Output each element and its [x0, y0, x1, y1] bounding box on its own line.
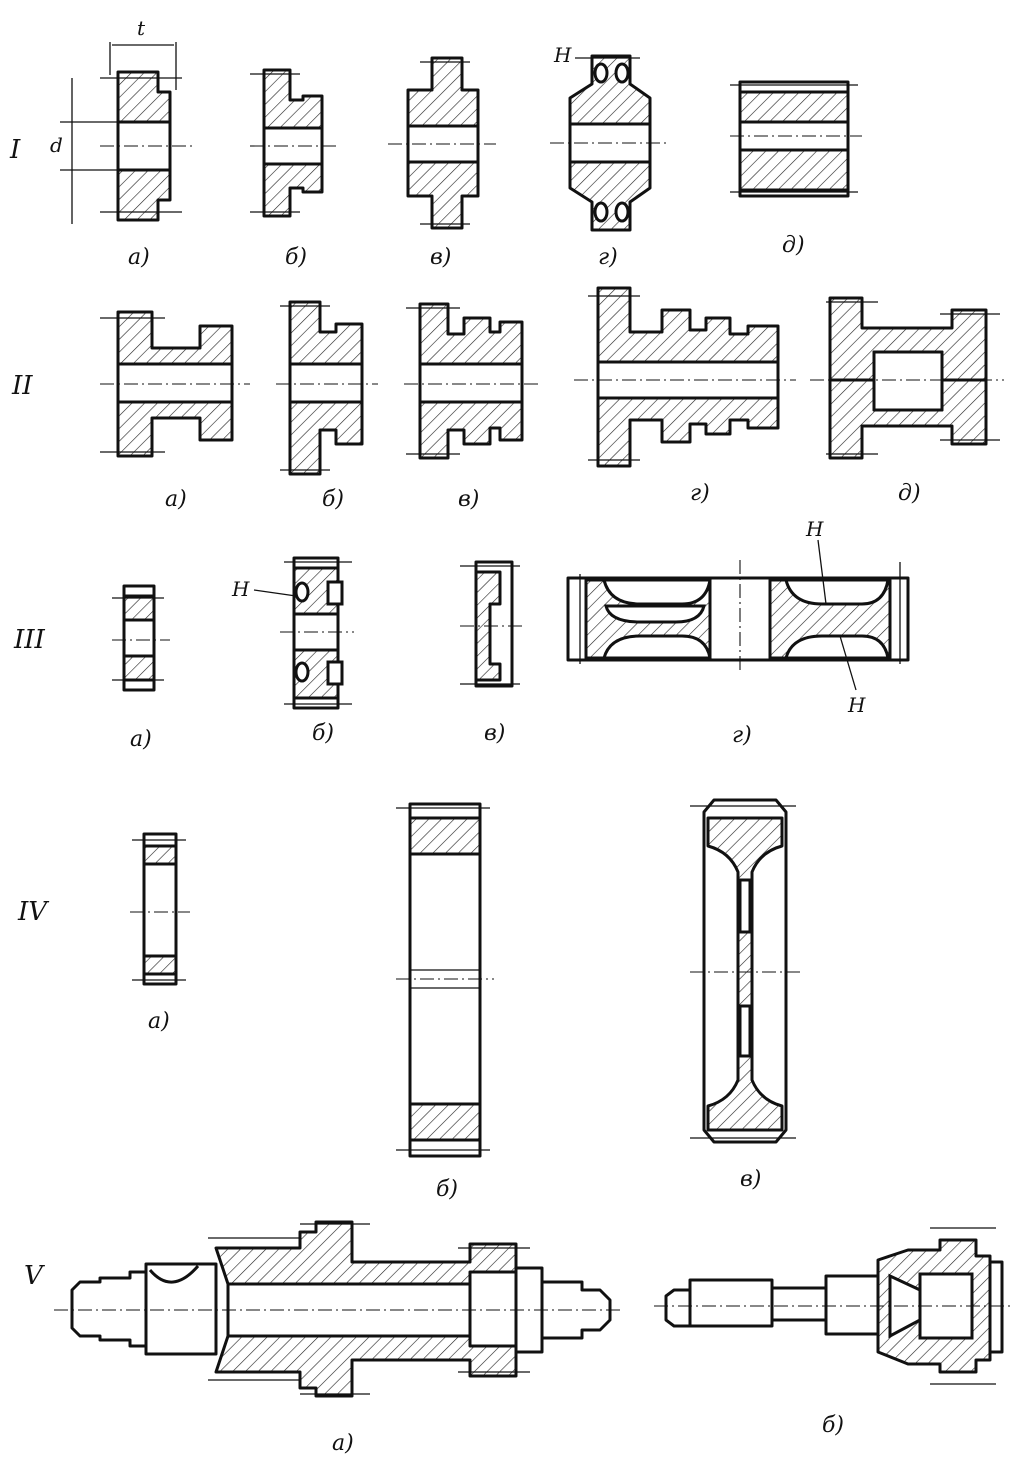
- row-IV: IV а) б) в): [17, 798, 800, 1202]
- row-label-IV: IV: [17, 897, 49, 927]
- caption-I-g: г): [598, 245, 618, 270]
- caption-II-g: г): [690, 481, 710, 506]
- part-III-a: [112, 584, 170, 692]
- dimension-label-d: d: [50, 133, 63, 157]
- row-I: I t d а) б): [9, 16, 862, 270]
- part-I-v: [388, 56, 496, 230]
- row-label-V: V: [24, 1261, 45, 1291]
- dimension-label-t: t: [137, 16, 146, 40]
- caption-I-v: в): [430, 245, 451, 270]
- caption-V-a: а): [332, 1431, 354, 1456]
- row-III: III а) H б) в): [13, 517, 910, 752]
- caption-III-b: б): [312, 721, 334, 746]
- part-V-a: [54, 1220, 624, 1398]
- part-II-d: [810, 296, 1004, 460]
- part-I-b: [250, 68, 340, 218]
- caption-I-b: б): [285, 245, 307, 270]
- part-IV-v: [690, 798, 800, 1144]
- row-V: V а): [24, 1220, 1010, 1456]
- part-I-d: [730, 80, 862, 198]
- caption-I-a: а): [128, 245, 150, 270]
- row-label-I: I: [9, 135, 21, 165]
- caption-II-v: в): [458, 487, 479, 512]
- caption-III-v: в): [484, 721, 505, 746]
- row-label-II: II: [11, 371, 33, 401]
- marker-H-III-b: H: [231, 577, 250, 601]
- part-I-g: H: [550, 43, 668, 232]
- caption-IV-b: б): [436, 1177, 458, 1202]
- caption-II-b: б): [322, 487, 344, 512]
- row-label-III: III: [13, 625, 46, 655]
- part-II-b: [276, 300, 378, 476]
- caption-I-d: д): [782, 233, 805, 258]
- part-II-g: [574, 286, 796, 468]
- part-III-b: H: [231, 556, 354, 710]
- part-II-v: [404, 302, 540, 460]
- part-IV-a: [130, 832, 190, 986]
- caption-III-g: г): [732, 723, 752, 748]
- marker-H-III-g-bottom: H: [847, 693, 866, 717]
- caption-II-a: а): [165, 487, 187, 512]
- part-III-g: H H: [566, 517, 910, 717]
- marker-H-III-g-top: H: [805, 517, 824, 541]
- caption-II-d: д): [898, 481, 921, 506]
- marker-H-I-g: H: [553, 43, 572, 67]
- row-II: II а) б) в): [11, 286, 1004, 512]
- caption-III-a: а): [130, 727, 152, 752]
- part-V-b: [654, 1227, 1010, 1385]
- caption-V-b: б): [822, 1413, 844, 1438]
- caption-IV-v: в): [740, 1167, 761, 1192]
- part-II-a: [100, 310, 250, 458]
- part-IV-b: [396, 802, 494, 1158]
- part-I-a: t d: [50, 16, 192, 224]
- caption-IV-a: а): [148, 1009, 170, 1034]
- part-III-v: [460, 560, 526, 688]
